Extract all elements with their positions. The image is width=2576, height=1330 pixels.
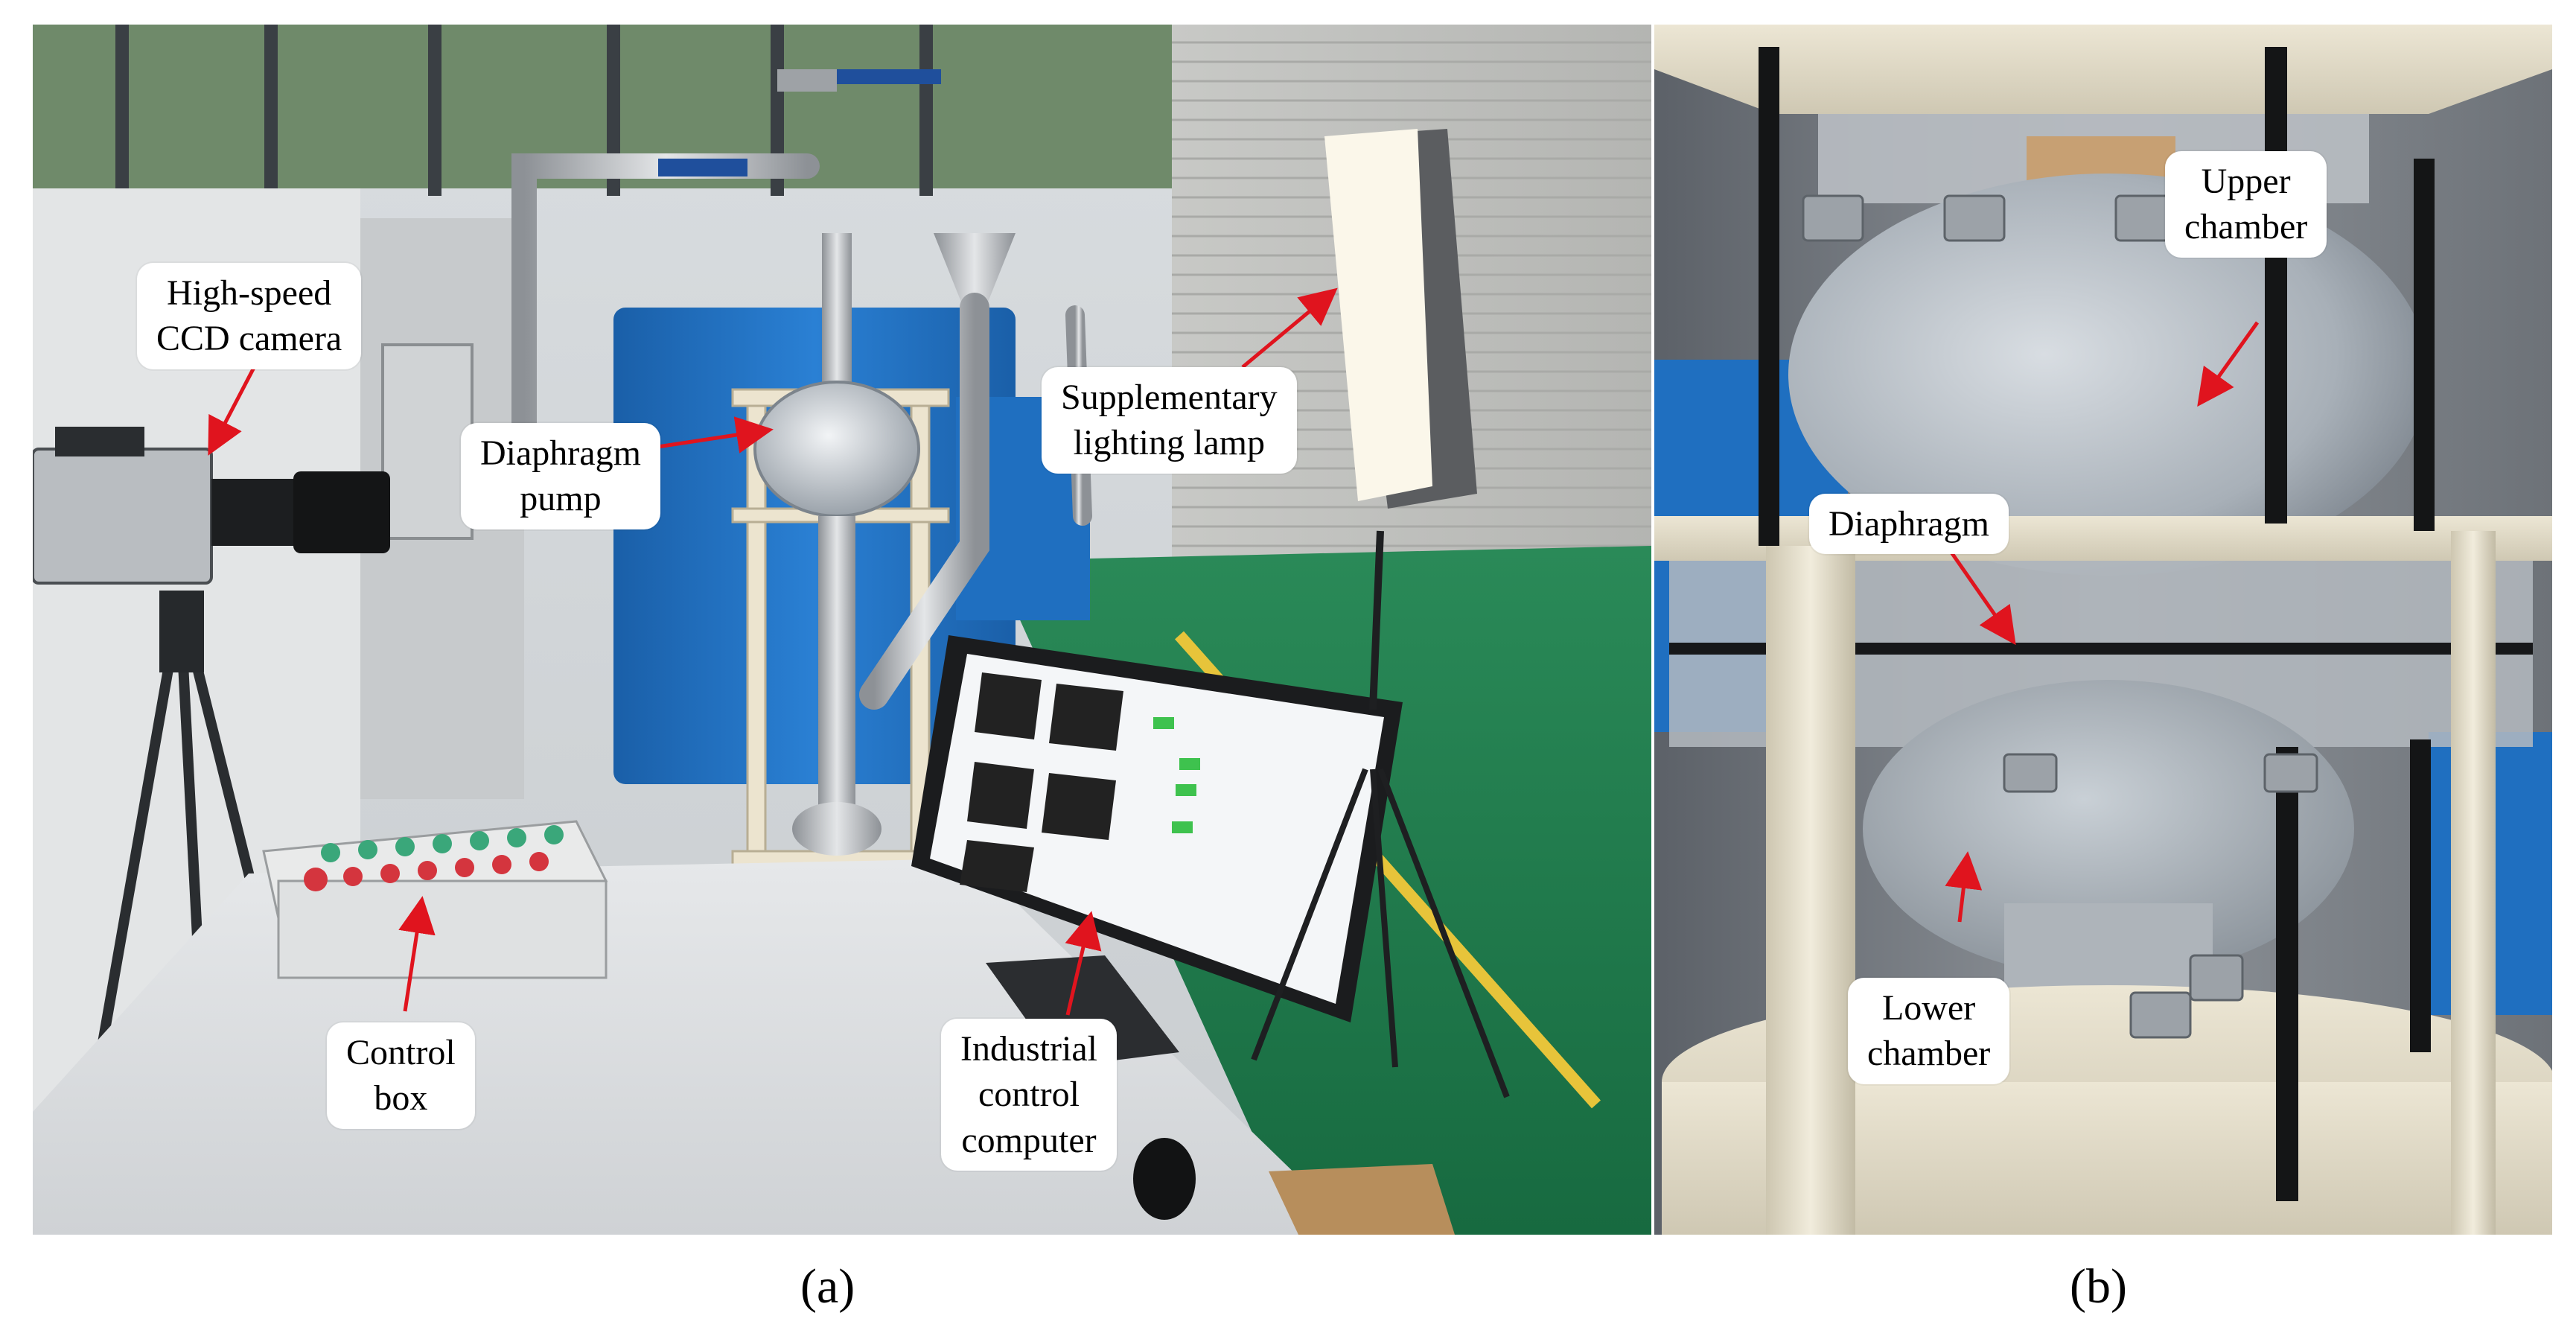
caption-a: (a) [800, 1259, 855, 1314]
callout-lower-chamber: Lower chamber [1848, 978, 2010, 1084]
arrow-lower-chamber [1945, 851, 1983, 923]
callout-line: CCD camera [156, 319, 342, 359]
callout-computer: Industrial control computer [941, 1019, 1117, 1171]
arrow-computer [1065, 911, 1102, 1016]
callout-line: Diaphragm [480, 433, 641, 473]
callout-line: Industrial [960, 1029, 1097, 1069]
callout-line: chamber [1867, 1034, 1991, 1074]
photo-panel-a: High-speed CCD camera Diaphragm pump Sup… [33, 25, 1651, 1235]
diaphragm-closeup-photo [1654, 25, 2552, 1235]
photo-panel-b: Upper chamber Diaphragm Lower chamber [1654, 25, 2552, 1235]
caption-b: (b) [2070, 1259, 2127, 1314]
callout-lamp: Supplementary lighting lamp [1042, 367, 1297, 474]
callout-line: Diaphragm [1829, 504, 1989, 544]
arrow-upper-chamber [2197, 321, 2260, 407]
arrow-lamp [1241, 287, 1338, 369]
callout-line: Supplementary [1061, 378, 1278, 417]
arrow-pump [643, 416, 774, 454]
callout-camera: High-speed CCD camera [137, 263, 362, 369]
callout-line: control [978, 1075, 1080, 1115]
callout-line: High-speed [166, 273, 332, 313]
annotation-arrows-b [1945, 321, 2260, 923]
callout-line: chamber [2184, 207, 2308, 247]
annotation-arrows-a [208, 287, 1338, 1016]
arrow-diaphragm [1946, 547, 2016, 646]
callout-line: Upper [2201, 162, 2291, 201]
callout-control-box: Control box [327, 1022, 475, 1129]
callout-line: computer [961, 1120, 1097, 1160]
callout-diaphragm: Diaphragm [1809, 494, 2009, 555]
callout-line: pump [520, 479, 602, 519]
callout-line: Lower [1881, 988, 1976, 1028]
lab-setup-photo [33, 25, 1651, 1235]
callout-line: box [374, 1078, 428, 1119]
callout-pump: Diaphragm pump [461, 423, 660, 529]
callout-line: lighting lamp [1073, 423, 1265, 463]
arrow-camera [208, 362, 258, 456]
arrow-control-box [398, 896, 436, 1012]
callout-upper-chamber: Upper chamber [2165, 151, 2327, 258]
callout-line: Control [346, 1033, 456, 1072]
